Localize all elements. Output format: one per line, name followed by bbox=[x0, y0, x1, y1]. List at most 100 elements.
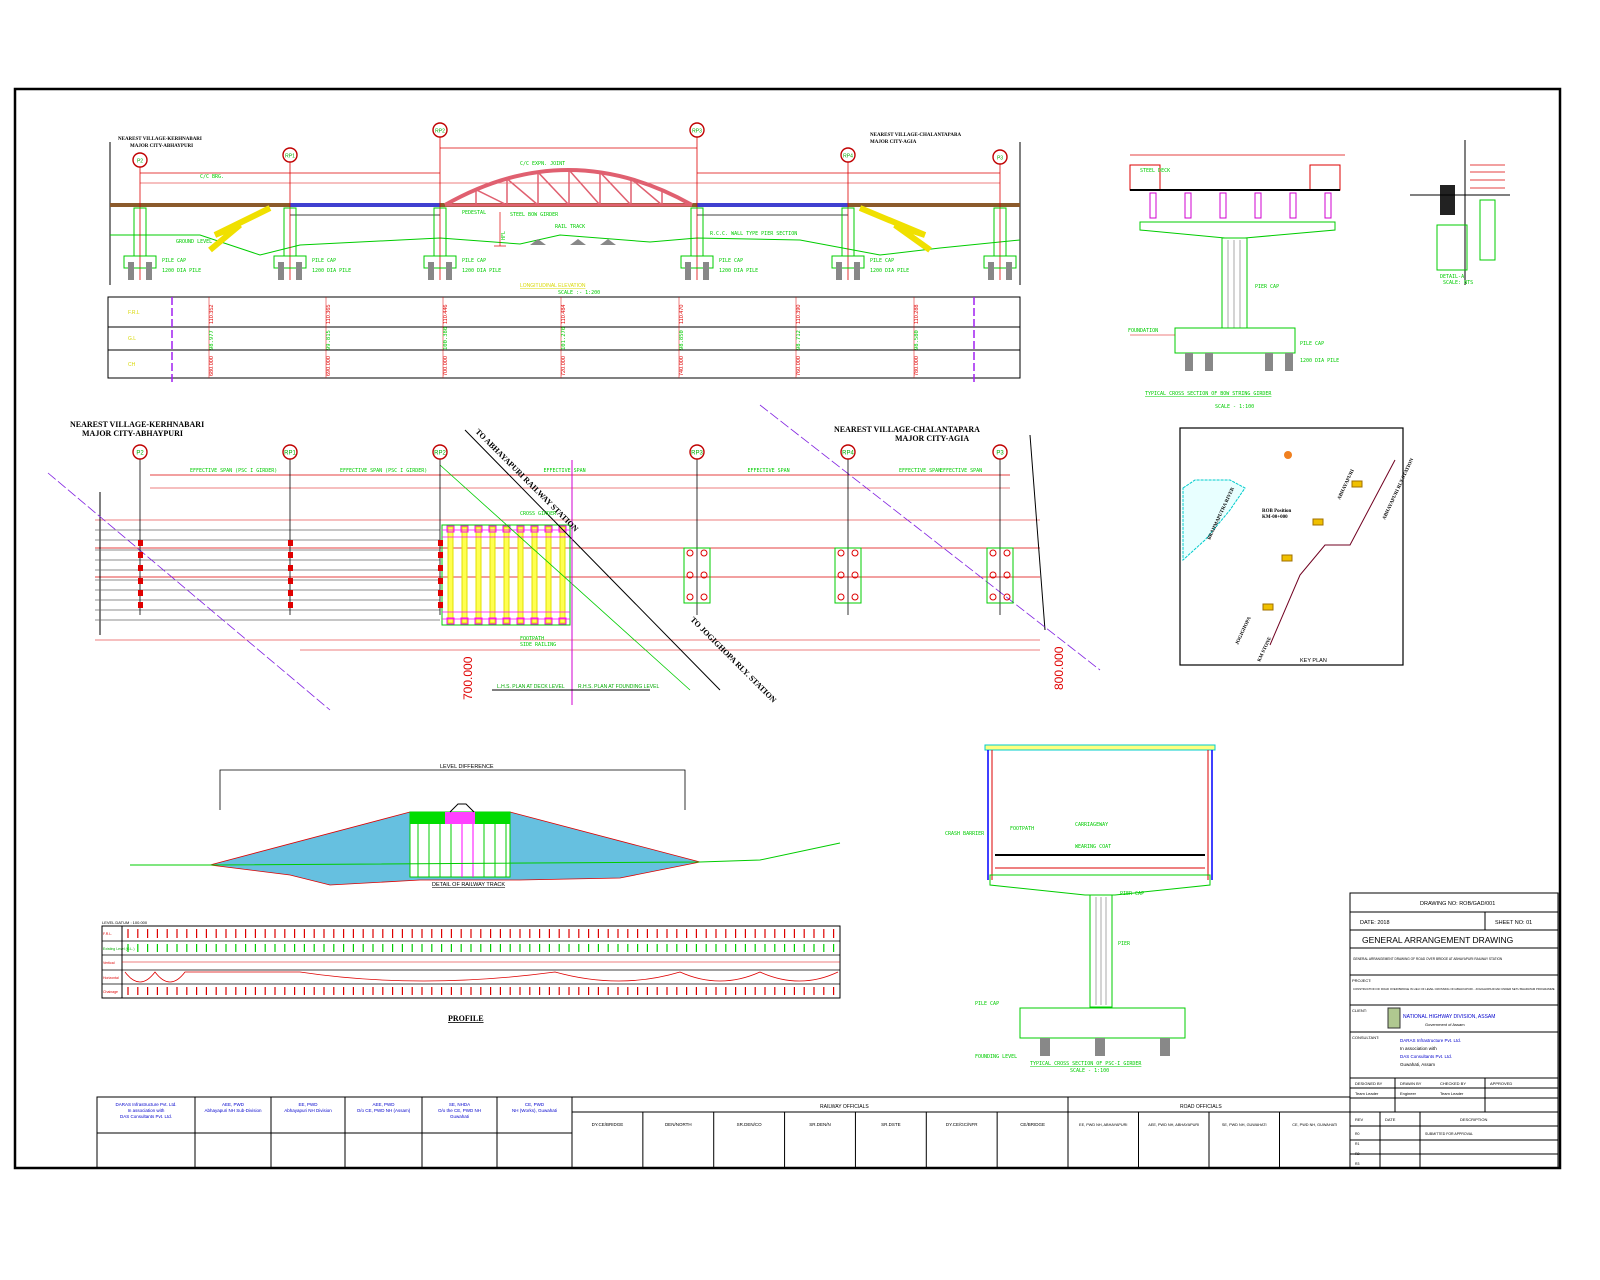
tb-project-label: PROJECT: bbox=[1352, 978, 1371, 983]
girder-label-2: FOOTPATH bbox=[520, 636, 544, 642]
table-cell: 690.000 bbox=[326, 356, 332, 376]
pile-plan bbox=[989, 593, 997, 601]
pile-plan bbox=[1003, 593, 1011, 601]
tb-cell: APPROVED bbox=[1490, 1081, 1512, 1086]
pile bbox=[1040, 1038, 1050, 1056]
pile bbox=[278, 262, 284, 280]
pier-marker bbox=[282, 444, 298, 460]
cs-top-label-foundation: FOUNDATION bbox=[1128, 328, 1158, 334]
table-cell: 680.000 bbox=[209, 356, 215, 376]
pile-cap bbox=[983, 255, 1017, 269]
railway-col: SR.DEN/N bbox=[809, 1122, 831, 1127]
bearing bbox=[446, 525, 455, 533]
pier-marker bbox=[689, 444, 705, 460]
approval-table: DARAS Infrastructure Pvt. Ltd.In associa… bbox=[96, 1096, 1351, 1169]
deck-post bbox=[1184, 192, 1192, 219]
elev-label-pedestal: PEDESTAL bbox=[462, 210, 486, 216]
map-marker bbox=[1281, 554, 1293, 562]
signature-line: Guwahati bbox=[450, 1114, 469, 1119]
pile-cap bbox=[273, 255, 307, 269]
pile-label: 1200 DIA PILE bbox=[312, 268, 351, 274]
bearing bbox=[502, 617, 511, 625]
signature-line: NH (Works), Guwahati bbox=[512, 1108, 557, 1113]
pile bbox=[428, 262, 434, 280]
elev-label-cc-brg: C/C BRG. bbox=[200, 174, 224, 180]
consultant-line: DAS Consultants Pvt. Ltd. bbox=[1400, 1054, 1452, 1059]
pile bbox=[1006, 262, 1012, 280]
pier-marker bbox=[840, 147, 856, 163]
pile bbox=[1205, 353, 1213, 371]
tb-cell: DESIGNED BY bbox=[1355, 1081, 1383, 1086]
bearing bbox=[502, 525, 511, 533]
table-cell: 780.000 bbox=[914, 356, 920, 376]
map-marker bbox=[1312, 518, 1324, 526]
horizontal-alignment bbox=[124, 971, 839, 983]
pile bbox=[703, 262, 709, 280]
pile-plan bbox=[851, 593, 859, 601]
longitudinal-elevation: NEAREST VILLAGE-KERHNABARI MAJOR CITY-AB… bbox=[107, 122, 1021, 383]
pile-plan bbox=[851, 571, 859, 579]
pile-cap-label: PILE CAP bbox=[462, 258, 486, 264]
pile-cap-plan bbox=[834, 547, 862, 604]
bearing bbox=[474, 617, 483, 625]
cs-top-label-pier: PIER CAP bbox=[1255, 284, 1279, 290]
bearing bbox=[446, 617, 455, 625]
bearing-block bbox=[138, 602, 143, 608]
bearing-block bbox=[138, 590, 143, 596]
pier-label: P3 bbox=[996, 451, 1004, 457]
emb-title: DETAIL OF RAILWAY TRACK bbox=[432, 882, 505, 888]
table-cell: 98.850 bbox=[679, 330, 685, 350]
tb-cell: CHECKED BY bbox=[1440, 1081, 1466, 1086]
map-marker bbox=[1262, 603, 1274, 611]
plan-view: NEAREST VILLAGE-KERHNABARI MAJOR CITY-AB… bbox=[47, 404, 1101, 711]
pier-label: P2 bbox=[137, 159, 143, 165]
pier-label: P3 bbox=[997, 156, 1003, 162]
cross-girder bbox=[489, 526, 496, 624]
signature-line: O/o the CE, PWD NH bbox=[438, 1108, 481, 1113]
span-label: EFFECTIVE SPAN bbox=[544, 468, 586, 474]
rev-header: REV bbox=[1355, 1117, 1364, 1122]
cs2-wearing: WEARING COAT bbox=[1075, 844, 1111, 850]
bearing-block bbox=[438, 602, 443, 608]
plan-rhs-label: R.H.S. PLAN AT FOUNDING LEVEL bbox=[578, 684, 659, 690]
plan-right-note-2: MAJOR CITY-AGIA bbox=[895, 434, 969, 443]
pile bbox=[1265, 353, 1273, 371]
tb-cell: Engineer bbox=[1400, 1091, 1417, 1096]
table-cell: 99.815 bbox=[326, 330, 332, 350]
elev-scale: SCALE :- 1:200 bbox=[558, 290, 600, 296]
tb-cell: Team Leader bbox=[1355, 1091, 1379, 1096]
signature-line: Abhayapuri NH Division bbox=[284, 1108, 332, 1113]
elev-left-note-1: NEAREST VILLAGE-KERHNABARI bbox=[118, 137, 202, 142]
truss-diagonal bbox=[537, 171, 570, 206]
table-cell: 110.390 bbox=[796, 305, 802, 324]
bearing bbox=[530, 617, 539, 625]
bearing bbox=[474, 525, 483, 533]
cs2-founding: FOUNDING LEVEL bbox=[975, 1054, 1017, 1060]
signature-line: CE, PWD bbox=[525, 1102, 545, 1107]
signature-line: EE, PWD bbox=[298, 1102, 318, 1107]
pile-cap bbox=[423, 255, 457, 269]
plan-left-note-1: NEAREST VILLAGE-KERHNABARI bbox=[70, 420, 204, 429]
table-cell: 720.000 bbox=[561, 356, 567, 376]
bearing-block bbox=[288, 540, 293, 546]
pile-cap-label: PILE CAP bbox=[312, 258, 336, 264]
railway-header: RAILWAY OFFICIALS bbox=[820, 1104, 869, 1110]
signature-line: DARAS Infrastructure Pvt. Ltd. bbox=[115, 1102, 176, 1107]
cross-section-psc: CRASH BARRIER FOOTPATH CARRIAGEWAY WEARI… bbox=[945, 744, 1216, 1074]
railway-col: DY.CE/BRIDGE bbox=[592, 1122, 624, 1127]
bearing bbox=[558, 617, 567, 625]
tb-sheet: SHEET NO: 01 bbox=[1495, 920, 1532, 926]
bearing-block bbox=[288, 552, 293, 558]
cross-section-bow-string: FOUNDATION PIER CAP PILE CAP 1200 DIA PI… bbox=[1128, 154, 1345, 410]
map-km-label: KM-00+000 bbox=[1262, 515, 1288, 520]
table-cell: 700.000 bbox=[443, 356, 449, 376]
bearing bbox=[530, 525, 539, 533]
table-cell: 110.352 bbox=[209, 305, 215, 324]
bearing-block bbox=[138, 552, 143, 558]
tb-client: NATIONAL HIGHWAY DIVISION, ASSAM bbox=[1403, 1014, 1495, 1020]
pile-cap bbox=[680, 255, 714, 269]
bearing-block bbox=[438, 552, 443, 558]
rev-cell: R0 bbox=[1355, 1132, 1360, 1136]
consultant-line: Guwahati, Assam bbox=[1400, 1062, 1435, 1067]
